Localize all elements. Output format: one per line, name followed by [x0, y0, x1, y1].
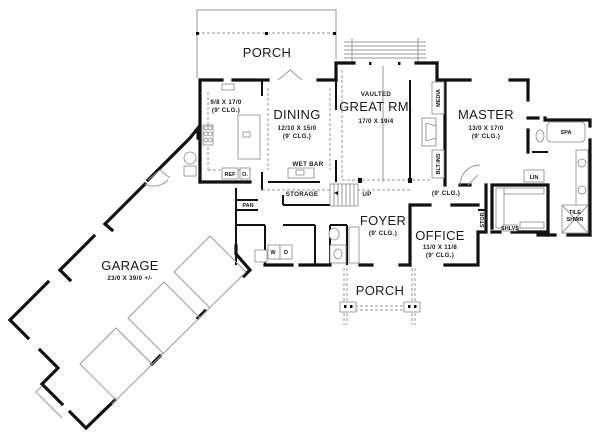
label-master-dims: 13/0 X 17/0 — [469, 125, 504, 132]
label-shelves: SHLVS — [501, 226, 519, 232]
label-dining: DINING — [273, 107, 320, 122]
label-office: OFFICE — [415, 228, 464, 243]
label-dining-dims: 12/10 X 15/0 — [278, 125, 317, 132]
label-kitchen-ceiling: (9' CLG.) — [212, 107, 240, 114]
dining-porch-door — [277, 69, 303, 81]
label-tile: TILE — [569, 210, 581, 216]
label-porch-front: PORCH — [356, 283, 404, 298]
label-dryer: D — [284, 250, 288, 256]
master-bath-fixtures — [523, 121, 589, 234]
powder-bath-fixtures — [328, 226, 360, 264]
rear-deck-steps — [344, 38, 426, 62]
hall — [459, 164, 481, 186]
label-kitchen-dims: 9/8 X 17/0 — [210, 99, 241, 106]
label-master-ceiling: (9' CLG.) — [472, 133, 500, 140]
label-oven: O. — [242, 172, 248, 178]
label-great-room: GREAT RM. — [339, 99, 413, 114]
label-garage: GARAGE — [101, 258, 158, 273]
label-office-ceiling: (9' CLG.) — [426, 252, 454, 259]
label-great-room-dims: 17/0 X 19/4 — [359, 118, 394, 125]
laundry-fixtures — [254, 244, 293, 263]
closet-shelving — [495, 187, 545, 232]
exterior-walls — [198, 61, 592, 267]
label-master: MASTER — [458, 107, 514, 122]
label-built-ins: BLT-INS — [436, 153, 442, 174]
label-spa: SPA — [561, 130, 572, 136]
label-office-dims: 11/0 X 11/8 — [423, 244, 458, 251]
labels: PORCH 9/8 X 17/0 (9' CLG.) DINING 12/10 … — [101, 45, 583, 298]
label-wet-bar: WET BAR — [293, 161, 324, 168]
front-porch — [339, 268, 421, 325]
label-foyer: FOYER — [360, 213, 406, 228]
label-up: UP — [362, 191, 371, 198]
garage — [7, 123, 253, 431]
fireplace — [421, 81, 445, 179]
label-storage: STORAGE — [286, 191, 319, 198]
label-garage-dims: 23/0 X 39/0 +/- — [107, 275, 152, 282]
label-pantry: PAN — [242, 203, 253, 209]
label-hall-ceiling: (9' CLG.) — [432, 190, 460, 197]
label-washer: W — [270, 250, 276, 256]
kitchen-fixtures — [183, 83, 315, 180]
rear-porch — [196, 9, 337, 78]
label-shwr: SHWR — [567, 217, 584, 223]
label-linen: LIN — [530, 175, 539, 181]
label-dining-ceiling: (9' CLG.) — [283, 133, 311, 140]
stairs — [329, 183, 359, 207]
label-great-room-note: VAULTED — [361, 91, 392, 98]
label-foyer-ceiling: (9' CLG.) — [369, 230, 397, 237]
label-porch-rear: PORCH — [243, 45, 291, 60]
label-ref: REF — [225, 172, 237, 178]
label-media: MEDIA — [436, 89, 442, 107]
label-stor: STOR — [480, 212, 486, 227]
